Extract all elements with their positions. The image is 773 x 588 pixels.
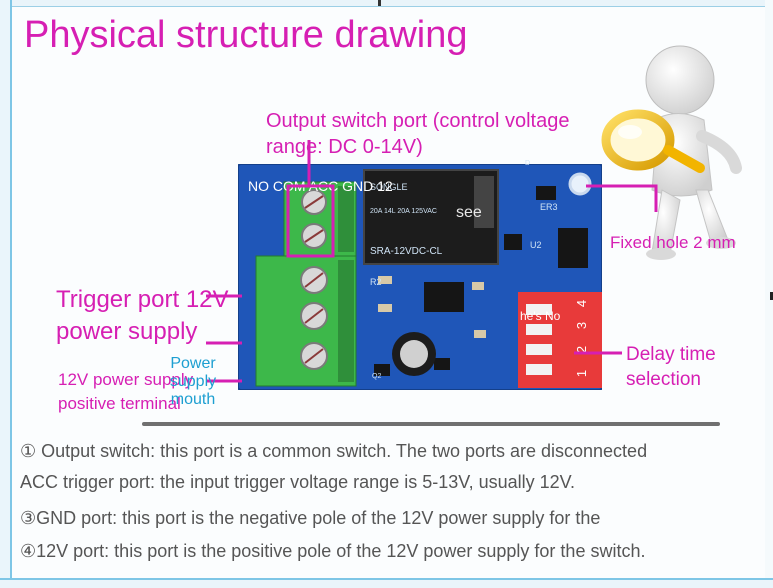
relay-rating: 20A 14L 20A 125VAC [370,208,437,215]
delay-label-line1: Delay time [626,344,716,365]
output-port-label-line1: Output switch port (control voltage [266,110,570,132]
dip-number-1: 1 [574,369,590,378]
description-line-3: ③GND port: this port is the negative pol… [20,508,601,528]
d-label: D [525,160,531,167]
top-marker [378,0,381,6]
bottom-border [0,578,773,588]
positive-terminal-label-line1: 12V power supply [58,370,194,389]
power-line2: supply [169,373,217,390]
power-supply-mouth-label: Power supply mouth [158,355,228,409]
relay-board-photo [238,164,602,390]
right-border [765,0,773,588]
terminal-pin-labels: NO COM ACC GND 12 [248,178,393,194]
trigger-port-label-line2: power supply [56,318,198,345]
left-border [0,0,12,588]
q2-label: Q2 [372,373,382,380]
r2-label: R2 [370,277,382,287]
description-line-2: ACC trigger port: the input trigger volt… [20,472,575,492]
fixed-hole-label: Fixed hole 2 mm [610,233,736,252]
delay-label-line2: selection [626,369,701,390]
description-line-1: ① Output switch: this port is a common s… [20,441,648,461]
output-port-label-line2: range: DC 0-14V) [266,136,423,158]
positive-terminal-label-line2: positive terminal [58,394,181,413]
page-title: Physical structure drawing [24,14,468,56]
trigger-port-label-line1: Trigger port 12V [56,286,229,313]
dip-number-3: 3 [574,321,590,330]
side-marker [770,292,773,300]
divider [142,422,720,426]
er3-label: ER3 [540,202,558,212]
relay-brand: SONGLE [370,182,408,192]
description-line-4: ④12V port: this port is the positive pol… [20,541,646,561]
dip-text: he's No [520,309,561,323]
power-line3: mouth [170,391,216,408]
top-border [0,0,773,7]
dip-number-4: 4 [574,299,590,308]
dip-number-2: 2 [574,345,590,354]
power-line1: Power [170,355,216,372]
magnifying-glass-figure-icon [601,45,742,260]
relay-model: SRA-12VDC-CL [370,246,443,257]
u2-label: U2 [530,240,542,250]
relay-mark: see [456,204,482,221]
